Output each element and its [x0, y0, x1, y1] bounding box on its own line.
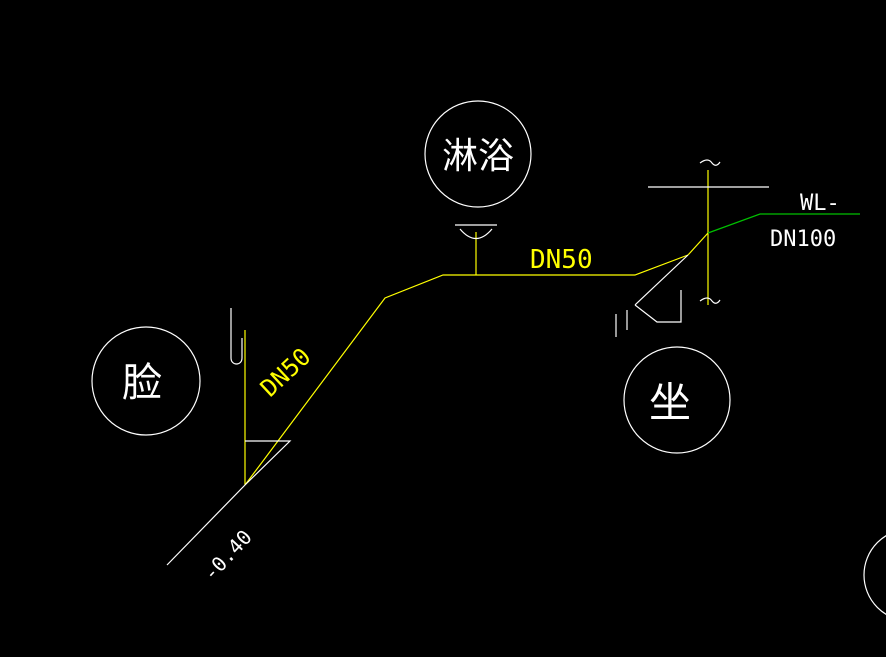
washbasin-circle	[91, 326, 201, 436]
floor-drain-icon	[455, 224, 497, 240]
toilet-fixture: 坐	[623, 346, 731, 454]
toilet-circle	[623, 346, 731, 454]
horizontal-pipe-size-label: DN50	[530, 245, 593, 275]
shower-circle	[424, 100, 532, 208]
toilet-connection-icon	[615, 254, 689, 337]
stack-outlet-pipe	[707, 213, 860, 234]
stack-connection	[687, 232, 709, 256]
shower-fixture: 淋浴	[424, 100, 532, 208]
shower-label: 淋浴	[442, 136, 514, 177]
elevation-label: -0.40	[198, 525, 257, 585]
offscreen-fixture-circle	[863, 535, 886, 615]
stack-size-label: DN100	[770, 227, 836, 252]
stack-break-icon	[648, 159, 769, 304]
toilet-label: 坐	[649, 378, 691, 427]
drain-pipe	[244, 170, 709, 486]
outlet-pipe	[166, 484, 246, 566]
diagonal-pipe-size-label: DN50	[255, 342, 316, 402]
stack-tag-label: WL-	[800, 191, 840, 216]
main-drain-pipe	[244, 254, 689, 486]
washbasin-label: 脸	[122, 360, 162, 406]
washbasin-fixture: 脸	[91, 326, 201, 436]
washbasin-trap-icon	[230, 308, 292, 486]
